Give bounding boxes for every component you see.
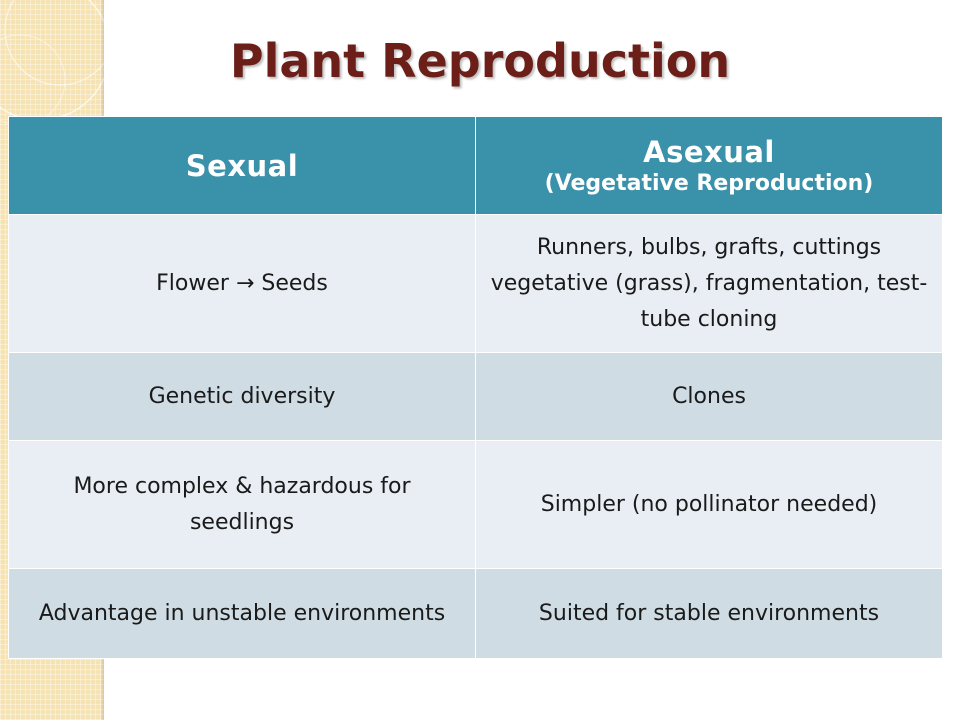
- cell-asexual: Simpler (no pollinator needed): [475, 440, 943, 569]
- cell-asexual: Runners, bulbs, grafts, cuttings vegetat…: [475, 214, 943, 353]
- cell-sexual: Advantage in unstable environments: [8, 568, 476, 659]
- header-asexual-sublabel: (Vegetative Reproduction): [544, 171, 874, 196]
- comparison-table: Sexual Asexual (Vegetative Reproduction)…: [8, 116, 943, 659]
- table-header-row: Sexual Asexual (Vegetative Reproduction): [8, 116, 943, 215]
- table-row: Flower → Seeds Runners, bulbs, grafts, c…: [8, 214, 943, 353]
- table-row: Genetic diversity Clones: [8, 352, 943, 441]
- header-asexual: Asexual (Vegetative Reproduction): [475, 116, 943, 215]
- cell-sexual: Genetic diversity: [8, 352, 476, 441]
- slide-title: Plant Reproduction: [0, 34, 960, 88]
- header-sexual: Sexual: [8, 116, 476, 215]
- header-asexual-label: Asexual: [643, 135, 775, 169]
- cell-asexual: Suited for stable environments: [475, 568, 943, 659]
- slide-title-text: Plant Reproduction: [229, 34, 731, 88]
- header-sexual-label: Sexual: [185, 148, 299, 183]
- cell-asexual: Clones: [475, 352, 943, 441]
- table-row: More complex & hazardous for seedlings S…: [8, 440, 943, 569]
- table-row: Advantage in unstable environments Suite…: [8, 568, 943, 659]
- cell-sexual: More complex & hazardous for seedlings: [8, 440, 476, 569]
- cell-sexual: Flower → Seeds: [8, 214, 476, 353]
